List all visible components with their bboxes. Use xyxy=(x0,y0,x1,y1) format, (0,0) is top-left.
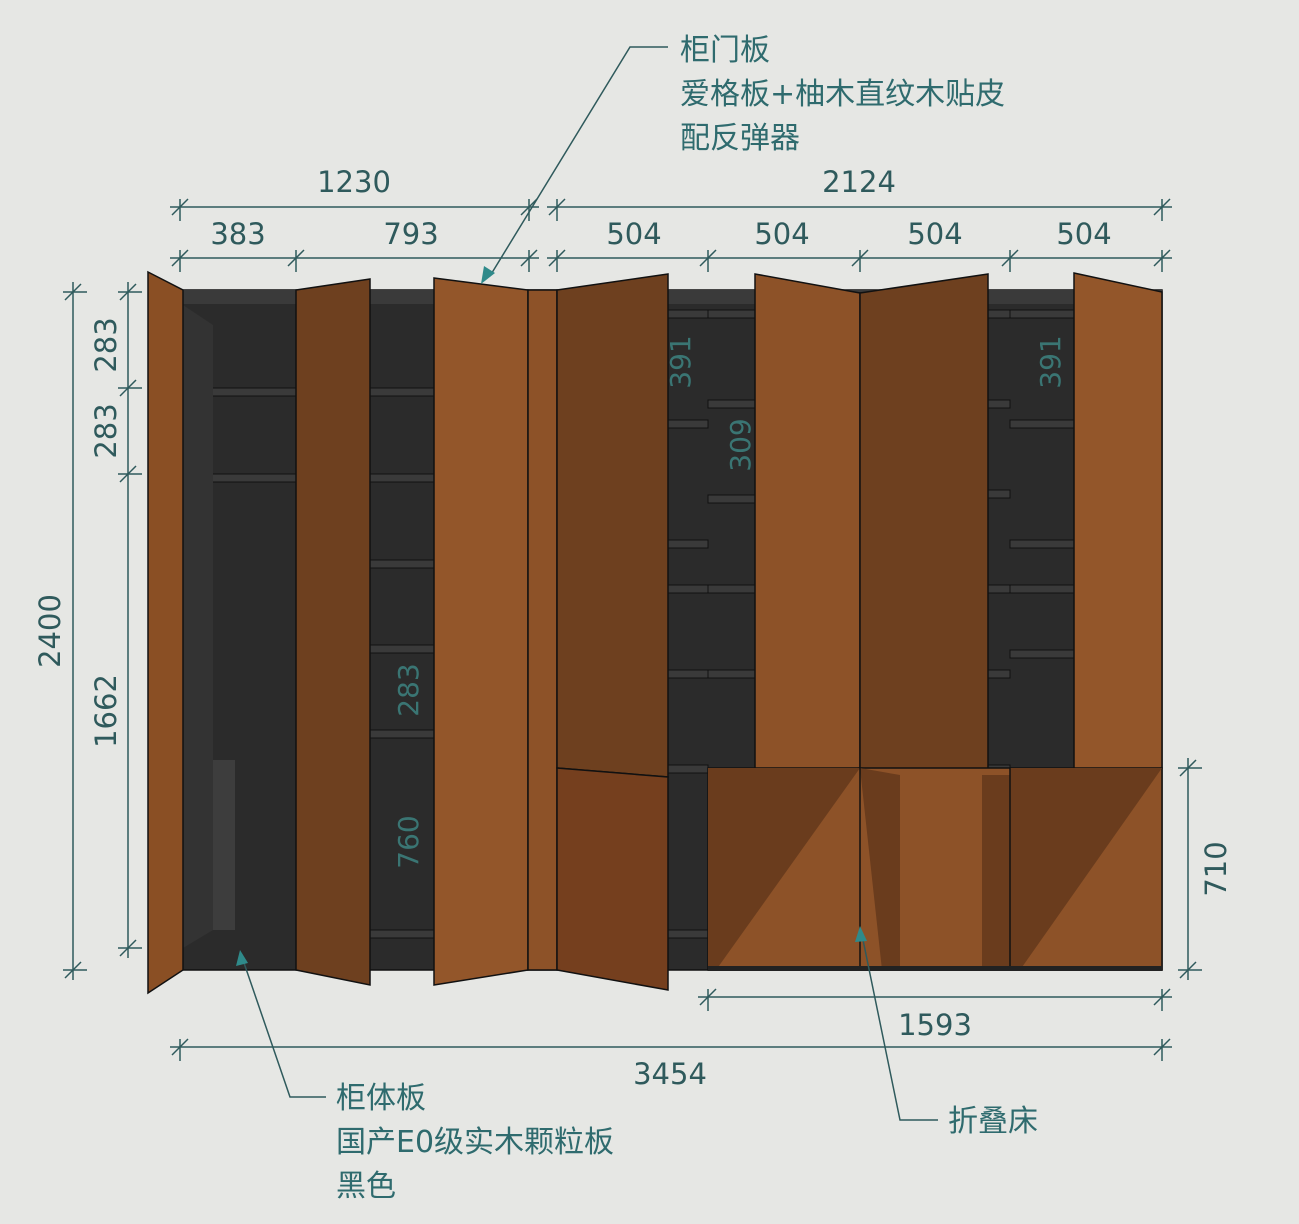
door-2 xyxy=(295,278,371,986)
door-7 xyxy=(1073,272,1163,778)
shelf xyxy=(1009,649,1075,659)
shelf xyxy=(987,309,1011,319)
inner-dim-309: 309 xyxy=(724,418,757,471)
inner-dim-283: 283 xyxy=(392,663,425,716)
inner-dimensions: 391 309 391 283 760 xyxy=(392,335,1067,868)
shelf xyxy=(707,309,756,319)
dim-710: 710 xyxy=(1199,841,1233,896)
door-callout-hardware: 配反弹器 xyxy=(680,121,800,156)
shelf xyxy=(667,309,709,319)
inner-dim-391-a: 391 xyxy=(664,335,697,388)
dim-col3: 504 xyxy=(606,217,661,251)
shelf xyxy=(667,929,709,939)
shelf xyxy=(707,399,756,409)
dimension-tick xyxy=(1179,961,1197,979)
dimension-tick xyxy=(171,1038,189,1056)
dimension-tick xyxy=(64,283,82,301)
dimension-tick xyxy=(171,249,189,267)
dimension-tick xyxy=(520,198,538,216)
shelf xyxy=(987,669,1011,679)
door-4-upper xyxy=(556,273,669,778)
shelf xyxy=(667,669,709,679)
dimension-tick xyxy=(1153,988,1171,1006)
dim-1230: 1230 xyxy=(317,165,391,199)
door-callout: 柜门板 爱格板+柚木直纹木贴皮 配反弹器 xyxy=(481,33,1005,284)
dimension-tick xyxy=(171,198,189,216)
dim-1593: 1593 xyxy=(898,1008,972,1042)
shelf xyxy=(667,419,709,429)
body-callout-color: 黑色 xyxy=(336,1169,396,1204)
shelf xyxy=(1009,419,1075,429)
shelf xyxy=(667,539,709,549)
dim-1662: 1662 xyxy=(89,674,123,748)
door-callout-title: 柜门板 xyxy=(680,33,770,68)
dim-col6: 504 xyxy=(1056,217,1111,251)
body-callout: 柜体板 国产E0级实木颗粒板 黑色 xyxy=(236,950,614,1204)
inner-dim-391-b: 391 xyxy=(1034,335,1067,388)
shelf xyxy=(707,669,756,679)
dimension-tick xyxy=(64,961,82,979)
shelf xyxy=(667,764,709,774)
shelf xyxy=(369,929,435,939)
dimension-tick xyxy=(1179,759,1197,777)
dim-3454: 3454 xyxy=(633,1057,707,1091)
dim-col4: 504 xyxy=(754,217,809,251)
cabinet-doors xyxy=(147,270,1163,995)
dimension-tick xyxy=(851,249,869,267)
shelf xyxy=(369,729,435,739)
dimension-tick xyxy=(119,939,137,957)
dimension-tick xyxy=(119,379,137,397)
dimension-tick xyxy=(520,249,538,267)
dimension-tick xyxy=(1153,249,1171,267)
door-1 xyxy=(147,270,184,995)
dimension-tick xyxy=(699,988,717,1006)
shelf xyxy=(987,489,1011,499)
dimension-lines xyxy=(63,198,1202,1061)
shelf xyxy=(987,399,1011,409)
shelf xyxy=(1009,584,1075,594)
door-6 xyxy=(859,273,989,778)
door-3 xyxy=(433,277,529,986)
shelf xyxy=(707,494,756,504)
dimension-tick xyxy=(287,249,305,267)
dimension-tick xyxy=(548,249,566,267)
shelf xyxy=(369,387,435,397)
body-callout-material: 国产E0级实木颗粒板 xyxy=(336,1125,614,1160)
shelf xyxy=(1009,539,1075,549)
dim-shelf2: 283 xyxy=(89,403,123,458)
dimension-tick xyxy=(1001,249,1019,267)
dim-col2: 793 xyxy=(383,217,438,251)
shelf xyxy=(987,584,1011,594)
body-callout-title: 柜体板 xyxy=(336,1081,426,1116)
door-5 xyxy=(754,273,861,778)
shelf xyxy=(707,584,756,594)
shelves xyxy=(182,309,1075,939)
shelf xyxy=(369,644,435,654)
shelf xyxy=(1009,309,1075,319)
dimension-tick xyxy=(119,283,137,301)
door-callout-material: 爱格板+柚木直纹木贴皮 xyxy=(680,77,1005,112)
dim-col1: 383 xyxy=(210,217,265,251)
bed-callout-title: 折叠床 xyxy=(948,1104,1038,1139)
dimension-tick xyxy=(699,249,717,267)
bed-callout: 折叠床 xyxy=(855,926,1038,1139)
shelf xyxy=(369,559,435,569)
dim-col5: 504 xyxy=(907,217,962,251)
shelf xyxy=(369,473,435,483)
center-panel xyxy=(527,289,558,971)
dimension-tick xyxy=(1153,1038,1171,1056)
inner-dim-760: 760 xyxy=(392,815,425,868)
folding-bed xyxy=(707,767,1163,971)
door-4-lower xyxy=(556,767,669,991)
dimension-tick xyxy=(119,465,137,483)
dimension-tick xyxy=(1153,198,1171,216)
dimension-tick xyxy=(548,198,566,216)
dim-2400: 2400 xyxy=(33,594,67,668)
dim-2124: 2124 xyxy=(822,165,896,199)
dim-shelf1: 283 xyxy=(89,317,123,372)
shelf xyxy=(667,584,709,594)
